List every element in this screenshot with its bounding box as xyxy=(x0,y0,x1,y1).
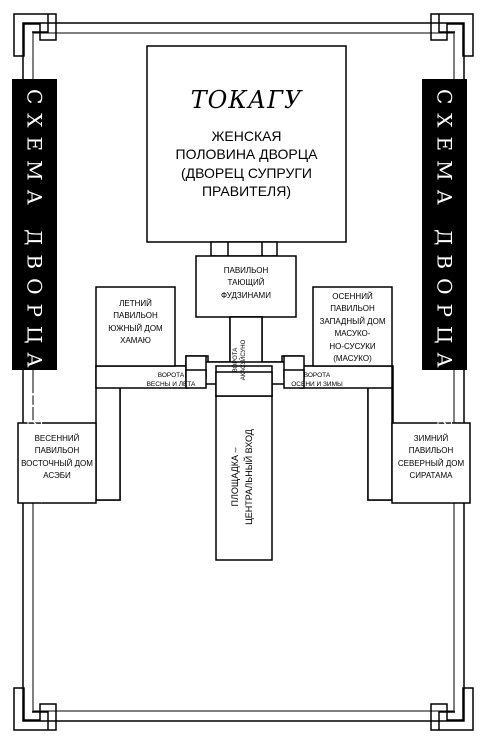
central-pavilion-line-3: Фудзинами xyxy=(221,290,271,300)
tokagu-subtitle-3: (дворец супруги xyxy=(181,164,312,181)
gate-agasuke-line-1: Ворота xyxy=(233,347,239,373)
spring-pavilion-label: Весенний павильон Восточный дом Асэби xyxy=(19,433,95,483)
gate-autumn-winter-label: Ворота осени и зимы xyxy=(286,371,348,389)
tokagu-connector xyxy=(210,241,278,257)
spring-pavilion-line-1: Весенний xyxy=(34,434,80,443)
summer-pavilion-line-1: Летний xyxy=(119,299,152,308)
outer-frame xyxy=(22,22,465,722)
gate-autumn-winter-line-2: осени и зимы xyxy=(291,381,343,389)
gate-autumn-winter-line-1: Ворота xyxy=(303,372,331,379)
spring-pavilion-line-4: Асэби xyxy=(43,471,71,481)
tokagu-title: Токагу xyxy=(190,86,303,114)
corner-ornament-tr xyxy=(430,13,474,57)
tokagu-building xyxy=(146,45,347,243)
autumn-pavilion-line-3: Западный дом xyxy=(319,316,386,326)
autumn-pavilion-line-4: Масуко- xyxy=(334,329,371,339)
tokagu-label: Токагу Женская половина дворца (дворец с… xyxy=(150,82,343,200)
tokagu-subtitle-1: Женская xyxy=(211,128,282,145)
sidebar-title-left: Схема дворца Окагу xyxy=(12,79,57,512)
autumn-pavilion-line-2: павильон xyxy=(330,304,375,314)
spring-pavilion-line-2: павильон xyxy=(34,446,80,456)
winter-pavilion-building xyxy=(391,422,471,504)
winter-pavilion-line-1: Зимний xyxy=(413,434,449,443)
spring-pavilion-line-3: Восточный дом xyxy=(21,458,93,468)
spring-pavilion-building xyxy=(17,422,97,504)
central-square-line-1: Площадка – xyxy=(230,447,240,507)
inner-frame xyxy=(32,32,455,712)
winter-pavilion-line-4: Сиратама xyxy=(409,471,453,481)
central-pavilion-label: Павильон Тающий Фудзинами xyxy=(198,265,294,302)
central-pavilion-building xyxy=(195,255,297,318)
autumn-pavilion-line-1: Осенний xyxy=(332,292,373,301)
gate-spring-summer-block-2 xyxy=(185,369,207,389)
winter-pavilion-line-3: Северный дом xyxy=(397,458,465,468)
sidebar-title-left-text: Схема дворца Окагу xyxy=(22,89,47,512)
summer-pavilion-line-4: Хамаю xyxy=(120,336,151,346)
gate-agasuke-label: Ворота Акасуйсуно xyxy=(232,330,252,390)
tokagu-subtitle-2: половина дворца xyxy=(175,146,318,163)
winter-pavilion-label: Зимний павильон Северный дом Сиратама xyxy=(393,433,469,483)
central-pavilion-line-2: Тающий xyxy=(227,278,265,288)
central-square-label: Площадка – центральный вход xyxy=(229,417,259,537)
gate-autumn-winter-block-2 xyxy=(283,369,305,389)
corner-ornament-br xyxy=(430,687,474,731)
central-square-building xyxy=(215,395,273,561)
central-pavilion-line-1: Павильон xyxy=(223,266,269,275)
summer-pavilion-building xyxy=(95,286,176,367)
gate-spring-summer-label: Ворота весны и лета xyxy=(140,371,202,389)
autumn-pavilion-line-5: но-Сусуки xyxy=(329,341,376,351)
gate-spring-summer-line-1: Ворота xyxy=(157,372,185,379)
winter-pavilion-line-2: павильон xyxy=(408,446,454,456)
agasuke-gate-frame xyxy=(215,371,273,397)
gate-agasuke-line-2: Акасуйсуно xyxy=(241,339,248,381)
summer-pavilion-line-2: павильон xyxy=(113,311,158,321)
autumn-pavilion-building xyxy=(312,286,393,367)
summer-pavilion-line-3: Южный дом xyxy=(108,323,163,333)
autumn-pavilion-line-6: (Масуко) xyxy=(333,353,372,363)
central-square-line-2: центральный вход xyxy=(243,429,254,525)
summer-pavilion-label: Летний павильон Южный дом Хамаю xyxy=(97,298,174,348)
tokagu-subtitle-4: правителя) xyxy=(201,182,292,199)
corner-ornament-tl xyxy=(13,13,57,57)
corner-ornament-bl xyxy=(13,687,57,731)
gate-spring-summer-line-2: весны и лета xyxy=(146,381,196,389)
autumn-pavilion-label: Осенний павильон Западный дом Масуко- но… xyxy=(314,291,391,365)
sidebar-title-right-text: Схема дворца Окагу xyxy=(432,89,457,512)
sidebar-title-right: Схема дворца Окагу xyxy=(422,79,467,512)
